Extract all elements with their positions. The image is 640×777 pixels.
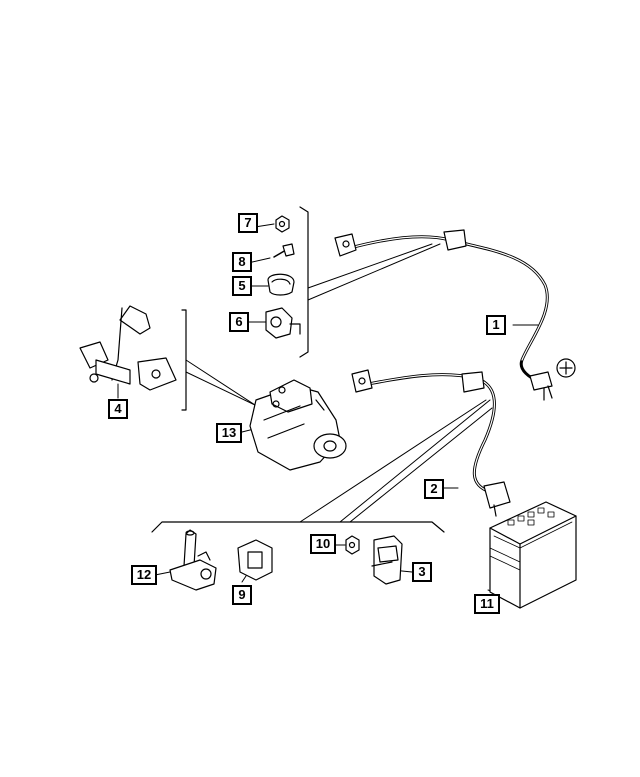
nut-part-small <box>345 535 360 555</box>
bracket-group-lower <box>151 521 445 533</box>
callout-12[interactable]: 12 <box>131 565 157 585</box>
clip-part <box>371 535 403 585</box>
bolt-part <box>273 243 295 258</box>
callout-6[interactable]: 6 <box>229 312 249 332</box>
callout-10[interactable]: 10 <box>310 534 336 554</box>
callout-2[interactable]: 2 <box>424 479 444 499</box>
callout-5[interactable]: 5 <box>232 276 252 296</box>
positive-cable <box>334 229 576 401</box>
nut-part <box>275 215 290 233</box>
callout-11[interactable]: 11 <box>474 594 500 614</box>
callout-9[interactable]: 9 <box>232 585 252 605</box>
terminal-cover <box>237 539 273 581</box>
cable-retainer <box>267 273 295 296</box>
bracket-group-left <box>181 309 187 411</box>
callout-13[interactable]: 13 <box>216 423 242 443</box>
callout-1[interactable]: 1 <box>486 315 506 335</box>
callout-3[interactable]: 3 <box>412 562 432 582</box>
bracket-group-upper <box>299 206 309 358</box>
callout-4[interactable]: 4 <box>108 399 128 419</box>
battery-terminal <box>169 529 217 591</box>
clip-with-screw <box>265 307 301 339</box>
callout-7[interactable]: 7 <box>238 213 258 233</box>
negative-cable <box>351 369 511 517</box>
starter-motor <box>249 379 347 471</box>
callout-8[interactable]: 8 <box>232 252 252 272</box>
battery <box>489 501 577 609</box>
bracket-assembly <box>79 305 177 391</box>
